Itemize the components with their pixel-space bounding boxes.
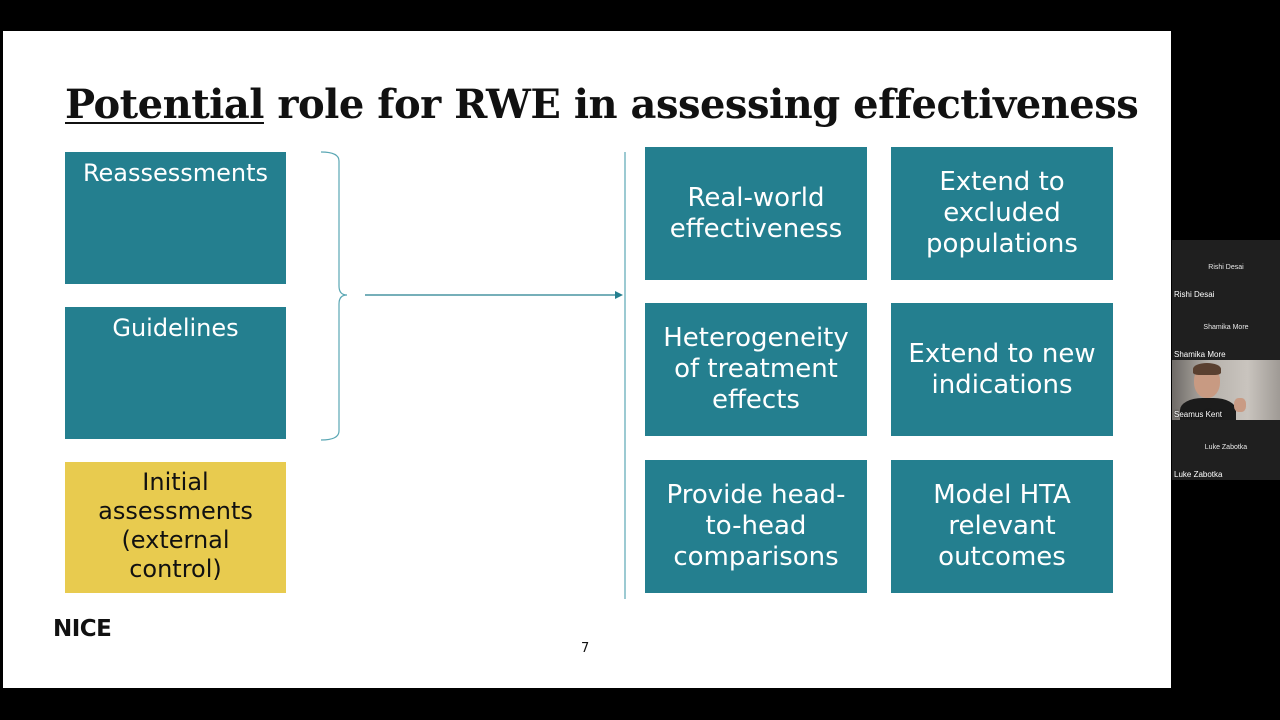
box-label: Guidelines (112, 314, 239, 342)
participant-name-label: Shamika More (1174, 350, 1226, 359)
box-head-to-head: Provide head-to-head comparisons (645, 460, 867, 593)
participant-tile[interactable]: Rishi Desai Rishi Desai (1172, 240, 1280, 300)
box-model-hta-outcomes: Model HTA relevant outcomes (891, 460, 1113, 593)
participants-panel: Rishi Desai Rishi Desai Shamika More Sha… (1172, 240, 1280, 480)
box-real-world-effectiveness: Real-world effectiveness (645, 147, 867, 280)
page-number: 7 (581, 641, 590, 656)
slide-title-underlined: Potential (65, 81, 264, 128)
video-person-hand (1234, 398, 1246, 412)
participant-tile[interactable]: Luke Zabotka Luke Zabotka (1172, 420, 1280, 480)
slide-title-rest: role for RWE in assessing effectiveness (263, 81, 1139, 128)
participant-tile[interactable]: Shamika More Shamika More (1172, 300, 1280, 360)
box-label: Real-world effectiveness (669, 182, 843, 244)
shared-slide: Potential role for RWE in assessing effe… (3, 31, 1171, 688)
participant-name-label: Rishi Desai (1174, 290, 1215, 299)
participant-video-tile[interactable]: Seamus Kent (1172, 360, 1280, 420)
box-extend-excluded-populations: Extend to excluded populations (891, 147, 1113, 280)
box-extend-new-indications: Extend to new indications (891, 303, 1113, 436)
box-label: Reassessments (82, 159, 269, 187)
participant-name-center: Luke Zabotka (1204, 444, 1248, 451)
participant-name-label: Seamus Kent (1174, 410, 1223, 419)
box-initial-assessments: Initial assessments (external control) (65, 462, 286, 593)
box-label: Model HTA relevant outcomes (933, 480, 1071, 572)
brace-shape (320, 151, 348, 441)
box-label: Initial assessments (external control) (98, 468, 253, 583)
box-reassessments: Reassessments (65, 152, 286, 284)
arrow-head (615, 291, 623, 299)
video-person-hair (1193, 363, 1221, 375)
participant-name-center: Rishi Desai (1208, 264, 1244, 271)
connectors (320, 151, 626, 599)
box-label: Extend to new indications (908, 338, 1096, 400)
box-label: Extend to excluded populations (926, 167, 1078, 259)
nice-logo: NICE (53, 616, 112, 642)
video-person-body (1180, 398, 1236, 420)
box-label: Provide head-to-head comparisons (666, 480, 846, 572)
box-label: Heterogeneity of treatment effects (663, 323, 849, 415)
box-guidelines: Guidelines (65, 307, 286, 439)
participant-name-label: Luke Zabotka (1174, 470, 1223, 479)
box-heterogeneity: Heterogeneity of treatment effects (645, 303, 867, 436)
slide-title: Potential role for RWE in assessing effe… (65, 81, 1139, 128)
participant-name-center: Shamika More (1203, 324, 1249, 331)
